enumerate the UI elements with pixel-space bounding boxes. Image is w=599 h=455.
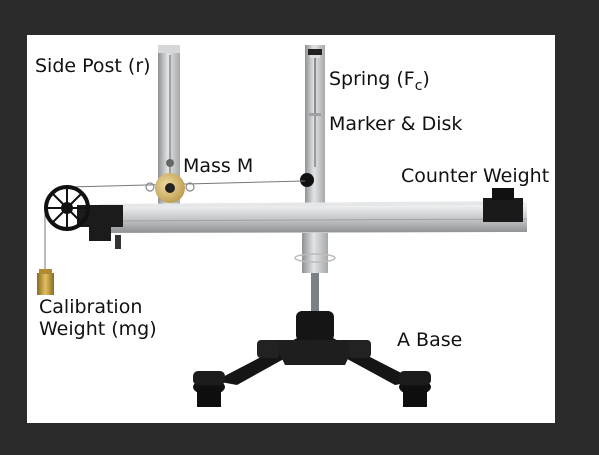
rotating-beam xyxy=(96,201,528,233)
apparatus-drawing xyxy=(37,45,528,407)
calibration-weight-label-line1: Calibration xyxy=(39,296,143,318)
mass-m-label: Mass M xyxy=(183,155,254,177)
base-label: A Base xyxy=(397,329,463,351)
spring-label-close: ) xyxy=(422,68,430,90)
spring-label-subscript: c xyxy=(414,78,423,94)
counter-weight-label: Counter Weight xyxy=(401,165,550,187)
marker-disk-label: Marker & Disk xyxy=(329,113,463,135)
counter-weight xyxy=(483,188,523,222)
vertical-shaft xyxy=(294,233,336,313)
side-post xyxy=(158,45,180,205)
center-post xyxy=(300,45,325,210)
pulley xyxy=(44,185,123,249)
calibration-weight xyxy=(37,269,54,295)
a-base xyxy=(193,311,431,407)
calibration-weight-label: Calibration Weight (mg) xyxy=(39,296,157,340)
mass-m xyxy=(145,159,195,203)
spring-label: Spring (Fc) xyxy=(329,68,430,93)
calibration-weight-label-line2: Weight (mg) xyxy=(39,318,157,340)
side-post-label: Side Post (r) xyxy=(35,55,151,77)
diagram-panel: Side Post (r) Spring (Fc) Marker & Disk … xyxy=(27,35,555,423)
spring-label-text: Spring (F xyxy=(329,68,415,90)
